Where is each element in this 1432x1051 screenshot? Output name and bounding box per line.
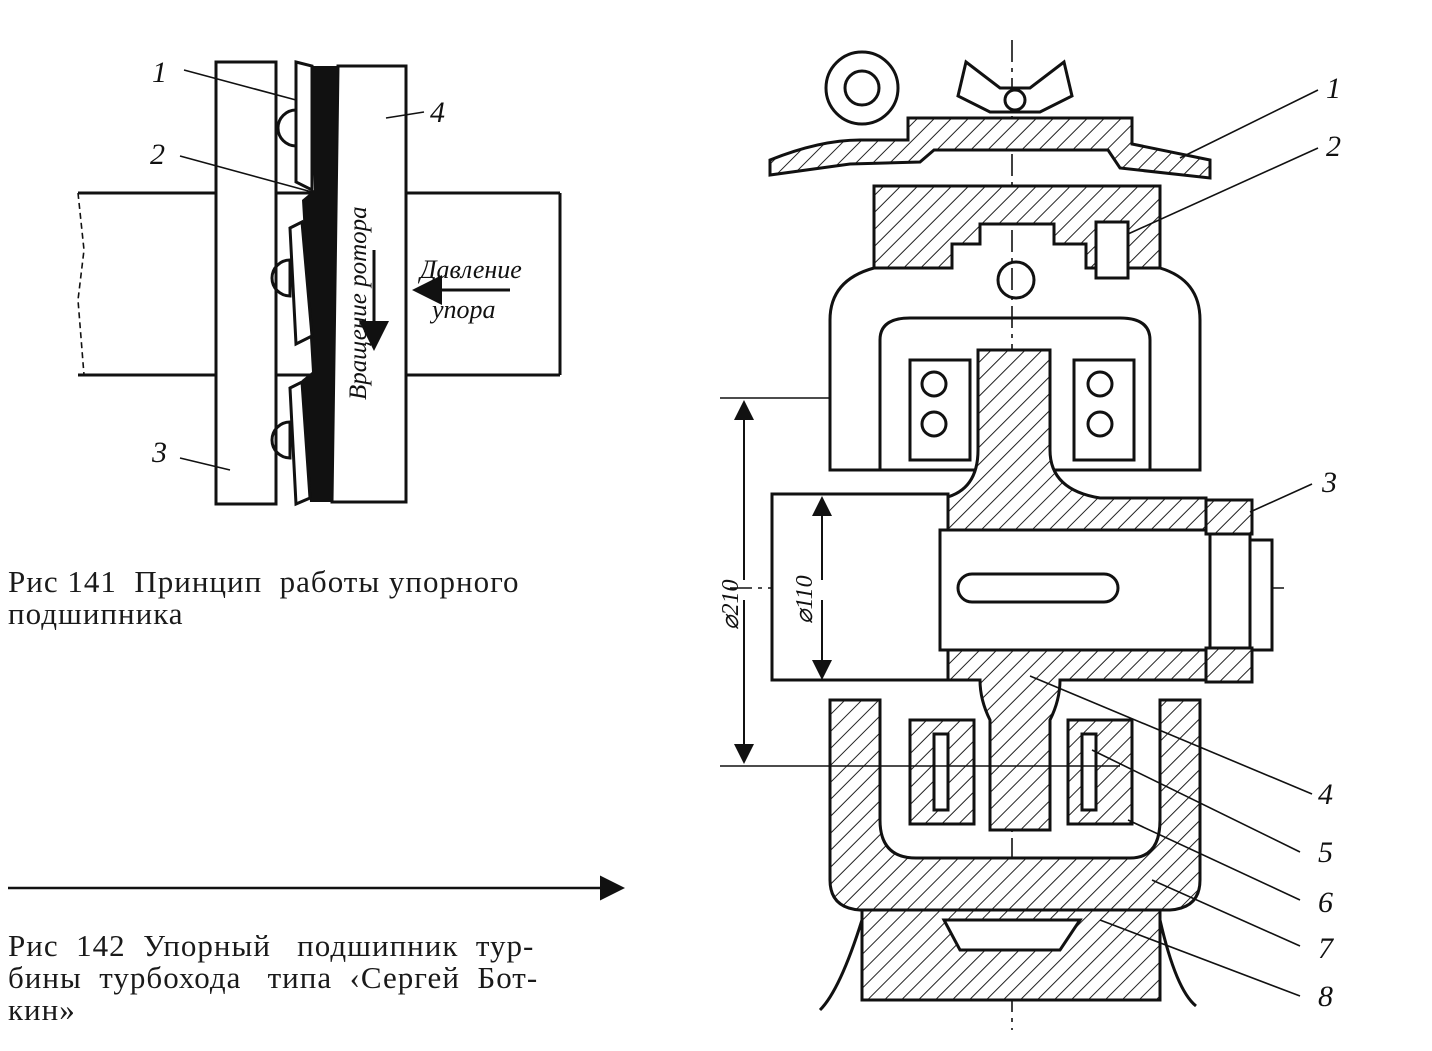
fig142-label-6: 6 xyxy=(1318,886,1333,919)
figure-141-diagram xyxy=(77,60,562,507)
fig141-label-4: 4 xyxy=(430,96,445,129)
fig142-label-7: 7 xyxy=(1318,932,1335,965)
dimension-outer-diameter: ⌀210 xyxy=(718,580,744,630)
fig141-caption-line-2: подшипника xyxy=(8,596,184,631)
fig142-label-3: 3 xyxy=(1321,466,1337,499)
fig141-label-1: 1 xyxy=(152,56,167,89)
fig141-caption-line-1: Рис 141 Принцип работы упорного xyxy=(8,564,520,599)
fig142-caption-line-2: бины турбохода типа ‹Сергей Бот- xyxy=(8,960,539,995)
fig141-pressure-label-1: Давление xyxy=(417,255,522,284)
fig142-label-2: 2 xyxy=(1326,130,1341,163)
figure-142-diagram xyxy=(720,40,1319,1030)
fig141-label-3: 3 xyxy=(151,436,167,469)
fig142-caption: Рис 142 Упорный подшипник тур- бины турб… xyxy=(8,930,648,1026)
fig142-caption-line-3: кин» xyxy=(8,992,76,1027)
fig141-caption: Рис 141 Принцип работы упорного подшипни… xyxy=(8,566,648,630)
fig142-label-4: 4 xyxy=(1318,778,1333,811)
fig141-rotation-label: Вращение ротора xyxy=(345,206,372,400)
fig142-label-1: 1 xyxy=(1326,72,1341,105)
fig142-label-5: 5 xyxy=(1318,836,1333,869)
dimension-inner-diameter: ⌀110 xyxy=(792,575,818,624)
fig142-caption-line-1: Рис 142 Упорный подшипник тур- xyxy=(8,928,535,963)
fig141-pressure-label-2: упора xyxy=(429,295,496,324)
fig141-label-2: 2 xyxy=(150,138,165,171)
fig142-label-8: 8 xyxy=(1318,980,1333,1013)
